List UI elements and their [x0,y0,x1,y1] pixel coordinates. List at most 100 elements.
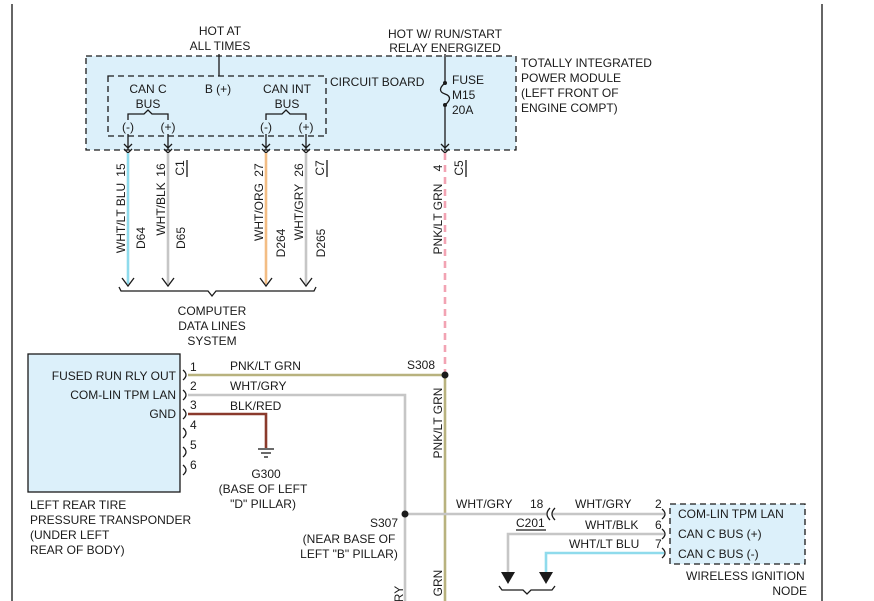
fuse-label-line1: FUSE [452,73,484,87]
wireless-node-box [669,503,806,565]
transponder-pin1-number: 1 [190,360,197,374]
arrow-d264 [259,277,273,288]
node-pin7-function: CAN C BUS (-) [678,547,759,561]
fuse-m15-symbol [439,82,451,106]
wireless-node-name-line1: WIRELESS IGNITION [686,569,805,583]
transponder-pin1-terminal [182,369,187,381]
b-plus-label: B (+) [205,82,231,96]
node-pin7-terminal [661,547,666,559]
hot-run-start-line1: HOT W/ RUN/START [388,27,503,41]
wire-node-pin6-color-label: WHT/BLK [585,518,638,532]
splice-s308-dot [441,371,449,379]
tipm-name-line3: (LEFT FRONT OF [521,86,619,100]
transponder-name-line3: (UNDER LEFT [30,528,110,542]
can-int-plus-label: (+) [299,120,314,134]
pin-4-label: 4 [431,164,445,171]
wire-pnk-lt-grn-color-label: PNK/LT GRN [431,184,445,255]
splice-s307-label: S307 [370,516,398,530]
transponder-pin6-number: 6 [190,458,197,472]
transponder-name-line4: REAR OF BODY) [30,543,125,557]
splice-s308-label: S308 [407,358,435,372]
tipm-name-line1: TOTALLY INTEGRATED [521,56,652,70]
connector-c201-symbol [546,507,556,521]
node-pin2-terminal [661,508,666,520]
connector-c7-label: C7 [313,160,327,176]
transponder-box [27,353,181,493]
transponder-name-line2: PRESSURE TRANSPONDER [30,513,191,527]
hot-run-start-line2: RELAY ENERGIZED [389,41,501,55]
hot-at-all-times-line2: ALL TIMES [190,39,251,53]
transponder-pin2-function: COM-LIN TPM LAN [70,388,176,402]
fuse-label-line3: 20A [452,103,473,117]
wire-pin2-wht-gry [188,393,407,601]
wire-node-pin7-wht-lt-blu [544,551,664,573]
circuit-board-box [107,75,327,137]
node-pin6-number: 6 [655,518,662,532]
wire-d65-circuit-label: D65 [174,227,188,249]
node-pin6-function: CAN C BUS (+) [678,527,762,541]
connector-c1-label: C1 [173,160,187,176]
connector-c201-label: C201 [516,516,545,530]
tipm-name-line4: ENGINE COMPT) [521,101,618,115]
can-int-minus-label: (-) [260,120,272,134]
pin-16-label: 16 [154,163,168,177]
connector-c5-label: C5 [452,160,466,176]
circuit-board-label: CIRCUIT BOARD [330,75,425,89]
node-pin2-function: COM-LIN TPM LAN [678,507,784,521]
wire-node-pin7-color-label: WHT/LT BLU [569,537,639,551]
can-int-bus-label-line2: BUS [275,97,300,111]
node-pin2-number: 2 [655,497,662,511]
node-pin6-terminal [661,528,666,540]
wire-d64-color-label: WHT/LT BLU [114,183,128,253]
can-int-bus-label-line1: CAN INT [263,82,312,96]
ground-location-line2: "D" PILLAR) [230,497,296,511]
can-c-bus-label-line2: BUS [136,97,161,111]
can-c-bus-bracket [127,109,169,120]
data-lines-system-line1: COMPUTER [178,304,247,318]
arrow-d265 [299,277,313,288]
transponder-pin6-terminal [182,464,187,476]
wire-bottom-gry-partial-label: RY [392,586,406,601]
data-lines-system-line2: DATA LINES [178,319,246,333]
ground-icon [258,448,274,458]
fuse-label-line2: M15 [452,88,476,102]
wire-d264-circuit-label: D264 [274,228,288,257]
arrow-d65 [161,277,175,288]
transponder-pin4-terminal [182,427,187,439]
wire-pnk-lt-grn-below-s308-label: PNK/LT GRN [431,388,445,459]
wire-d265-circuit-label: D265 [314,228,328,257]
data-lines-system-line3: SYSTEM [187,334,236,348]
pin-15-label: 15 [114,163,128,177]
transponder-pin5-number: 5 [190,438,197,452]
wire-node-pin2-color-label: WHT/GRY [575,497,631,511]
can-c-plus-label: (+) [161,120,176,134]
node-can-bracket [498,585,556,595]
splice-s307-location-line2: LEFT "B" PILLAR) [300,547,398,561]
wire-d264-color-label: WHT/ORG [252,183,266,241]
transponder-pin3-terminal [182,408,187,420]
splice-s307-location-line1: (NEAR BASE OF [303,532,396,546]
arrow-node-pin6 [501,572,515,584]
transponder-pin3-function: GND [149,407,176,421]
wire-node-pin6-wht-blk [506,532,664,573]
wire-pin1-color-label: PNK/LT GRN [230,359,301,373]
hot-at-all-times-line1: HOT AT [199,24,242,38]
node-pin7-number: 7 [655,537,662,551]
transponder-pin2-terminal [182,389,187,401]
ground-location-line1: (BASE OF LEFT [219,482,308,496]
wire-pin3-blk-red [188,412,268,448]
tipm-name-line2: POWER MODULE [521,71,621,85]
data-lines-bracket [118,286,317,298]
wire-d265-color-label: WHT/GRY [292,184,306,240]
wire-s307-color-label: WHT/GRY [456,497,512,511]
wireless-node-name-line2: NODE [772,584,807,598]
wire-pin2-color-label: WHT/GRY [230,379,286,393]
wire-d65-color-label: WHT/BLK [154,182,168,235]
can-c-minus-label: (-) [122,120,134,134]
wire-d64-circuit-label: D64 [134,227,148,249]
wire-bottom-grn-partial-label: GRN [431,570,445,597]
transponder-pin5-terminal [182,446,187,458]
transponder-pin2-number: 2 [190,379,197,393]
tipm-box [85,55,517,151]
